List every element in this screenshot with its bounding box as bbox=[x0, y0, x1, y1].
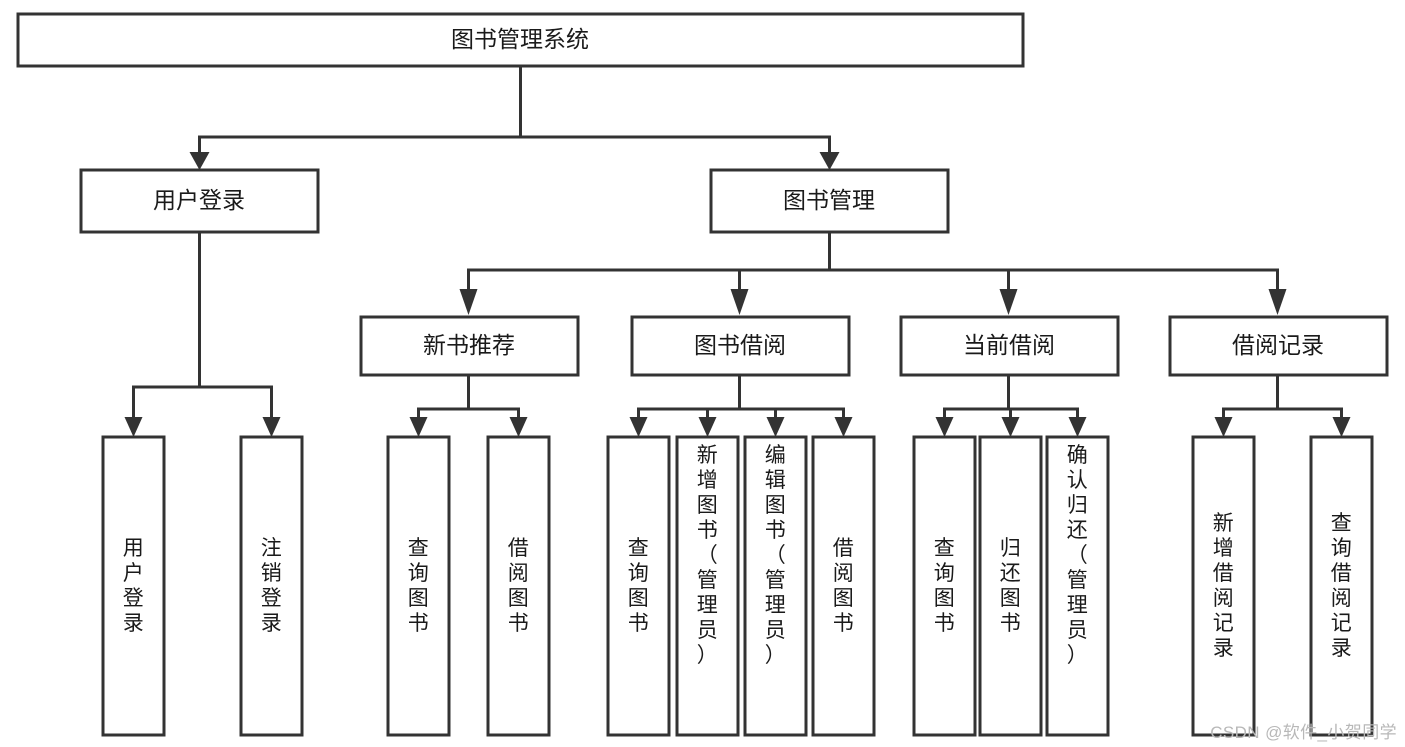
node-user-login-box[interactable] bbox=[79, 168, 320, 234]
connector-layer bbox=[124, 64, 1351, 437]
node-book-manage[interactable]: 图书管理 bbox=[709, 168, 950, 234]
arrow-leaf-edit-book-admin bbox=[766, 417, 785, 437]
arrow-leaf-add-borrow-record bbox=[1214, 417, 1233, 437]
node-leaf-edit-book-admin-box[interactable] bbox=[743, 435, 808, 737]
node-book-manage-box[interactable] bbox=[709, 168, 950, 234]
node-leaf-add-borrow-record-box[interactable] bbox=[1191, 435, 1256, 737]
arrow-leaf-user-login bbox=[124, 417, 143, 437]
arrow-leaf-query-book-2 bbox=[629, 417, 648, 437]
arrow-to-book-borrow bbox=[730, 289, 749, 315]
node-user-login-label: 用户登录 bbox=[153, 187, 245, 213]
node-root-label: 图书管理系统 bbox=[451, 26, 589, 52]
node-book-borrow-box[interactable] bbox=[630, 315, 851, 377]
node-book-borrow[interactable]: 图书借阅 bbox=[630, 315, 851, 377]
node-leaf-query-book-3-box[interactable] bbox=[912, 435, 977, 737]
node-root-box[interactable] bbox=[16, 12, 1025, 68]
arrow-to-user-login bbox=[189, 152, 210, 170]
node-new-book-recommend[interactable]: 新书推荐 bbox=[359, 315, 580, 377]
node-leaf-query-book-2-box[interactable] bbox=[606, 435, 671, 737]
node-book-borrow-label: 图书借阅 bbox=[694, 332, 786, 358]
node-leaf-query-borrow-record-box[interactable] bbox=[1309, 435, 1374, 737]
arrow-leaf-add-book-admin bbox=[698, 417, 717, 437]
node-new-book-recommend-box[interactable] bbox=[359, 315, 580, 377]
arrow-to-current-borrow bbox=[999, 289, 1018, 315]
node-borrow-record-label: 借阅记录 bbox=[1232, 332, 1324, 358]
node-current-borrow-label: 当前借阅 bbox=[963, 332, 1055, 358]
node-new-book-recommend-label: 新书推荐 bbox=[423, 332, 515, 358]
node-current-borrow[interactable]: 当前借阅 bbox=[899, 315, 1120, 377]
arrow-to-book-manage bbox=[819, 152, 840, 170]
node-current-borrow-box[interactable] bbox=[899, 315, 1120, 377]
arrow-leaf-borrow-book-2 bbox=[834, 417, 853, 437]
node-leaf-borrow-book-2-box[interactable] bbox=[811, 435, 876, 737]
arrow-leaf-return-book bbox=[1001, 417, 1020, 437]
arrow-leaf-query-book-1 bbox=[409, 417, 428, 437]
arrow-leaf-logout-login bbox=[262, 417, 281, 437]
node-leaf-query-book-1-box[interactable] bbox=[386, 435, 451, 737]
node-leaf-logout-login-box[interactable] bbox=[239, 435, 304, 737]
node-leaf-borrow-book-1-box[interactable] bbox=[486, 435, 551, 737]
arrow-leaf-query-borrow-record bbox=[1332, 417, 1351, 437]
node-leaf-add-book-admin-box[interactable] bbox=[675, 435, 740, 737]
node-leaf-user-login-box[interactable] bbox=[101, 435, 166, 737]
node-borrow-record[interactable]: 借阅记录 bbox=[1168, 315, 1389, 377]
node-book-manage-label: 图书管理 bbox=[783, 187, 875, 213]
arrow-leaf-confirm-return-admin bbox=[1068, 417, 1087, 437]
node-leaf-confirm-return-admin-box[interactable] bbox=[1045, 435, 1110, 737]
arrow-leaf-query-book-3 bbox=[935, 417, 954, 437]
watermark-text: CSDN @软件_小贺同学 bbox=[1210, 723, 1397, 742]
node-borrow-record-box[interactable] bbox=[1168, 315, 1389, 377]
node-root[interactable]: 图书管理系统 bbox=[16, 12, 1025, 68]
arrow-to-new-book-recommend bbox=[459, 289, 478, 315]
node-user-login[interactable]: 用户登录 bbox=[79, 168, 320, 234]
arrow-to-borrow-record bbox=[1268, 289, 1287, 315]
node-leaf-return-book-box[interactable] bbox=[978, 435, 1043, 737]
arrow-leaf-borrow-book-1 bbox=[509, 417, 528, 437]
